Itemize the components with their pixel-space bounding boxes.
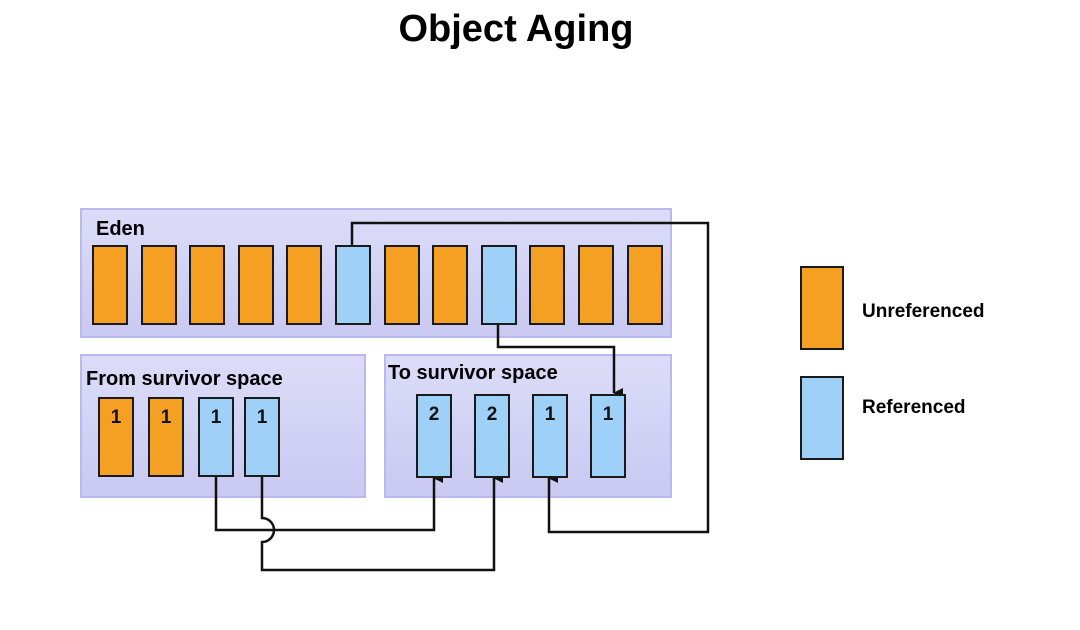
eden-object-7 (384, 245, 420, 325)
object-age-label: 1 (544, 404, 556, 425)
to-survivor-object-2: 2 (474, 394, 510, 478)
eden-object-1 (92, 245, 128, 325)
arrow-eden-to-survivor-near (496, 325, 623, 398)
object-age-label: 1 (110, 407, 122, 428)
eden-object-12 (627, 245, 663, 325)
object-age-label: 1 (210, 407, 222, 428)
to-survivor-object-3: 1 (532, 394, 568, 478)
arrow-from-to-second (260, 473, 503, 572)
eden-object-5 (286, 245, 322, 325)
legend-swatch-unreferenced (800, 266, 844, 350)
object-age-label: 1 (256, 407, 268, 428)
object-age-label: 1 (602, 404, 614, 425)
from-survivor-object-2: 1 (148, 397, 184, 477)
eden-region (80, 208, 672, 338)
object-age-label: 2 (428, 404, 440, 425)
eden-object-4 (238, 245, 274, 325)
eden-object-2 (141, 245, 177, 325)
to-survivor-object-1: 2 (416, 394, 452, 478)
arrow-eden-to-survivor-far (350, 221, 710, 534)
eden-object-8 (432, 245, 468, 325)
legend-label-unreferenced: Unreferenced (862, 301, 985, 322)
eden-object-3 (189, 245, 225, 325)
eden-object-10 (529, 245, 565, 325)
eden-object-9 (481, 245, 517, 325)
from-survivor-label: From survivor space (86, 368, 283, 390)
from-survivor-object-1: 1 (98, 397, 134, 477)
to-survivor-label: To survivor space (388, 362, 558, 384)
diagram-title: Object Aging (398, 8, 634, 50)
to-survivor-object-4: 1 (590, 394, 626, 478)
from-survivor-object-3: 1 (198, 397, 234, 477)
legend-swatch-referenced (800, 376, 844, 460)
object-age-label: 1 (160, 407, 172, 428)
object-age-label: 2 (486, 404, 498, 425)
legend-label-referenced: Referenced (862, 397, 966, 418)
arrow-from-to-first (214, 473, 443, 532)
eden-object-11 (578, 245, 614, 325)
from-survivor-object-4: 1 (244, 397, 280, 477)
eden-label: Eden (96, 218, 145, 240)
eden-object-6 (335, 245, 371, 325)
